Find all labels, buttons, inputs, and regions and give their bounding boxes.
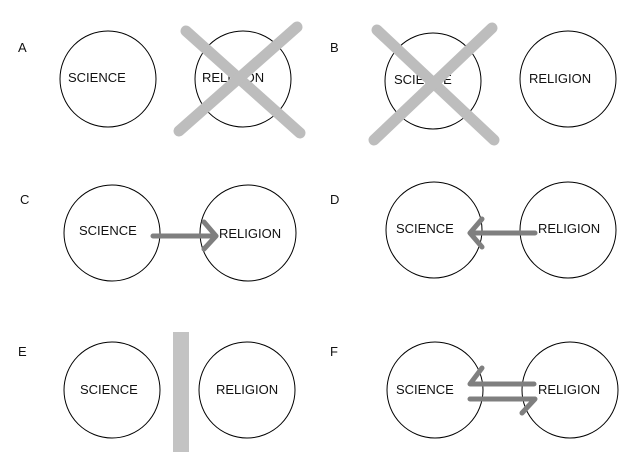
science-label: SCIENCE xyxy=(396,382,454,397)
panel-a: A SCIENCE RELIGION xyxy=(18,21,306,139)
science-circle xyxy=(384,32,482,130)
science-label: SCIENCE xyxy=(396,221,454,236)
panel-b: B SCIENCE RELIGION xyxy=(330,22,617,146)
religion-label: RELIGION xyxy=(219,226,281,241)
religion-label: RELIGION xyxy=(216,382,278,397)
panel-label: E xyxy=(18,344,27,359)
religion-label: RELIGION xyxy=(538,221,600,236)
science-circle xyxy=(385,181,483,279)
science-label: SCIENCE xyxy=(68,70,126,85)
half-arrow-right-icon xyxy=(467,396,538,416)
cross-mark xyxy=(173,21,303,137)
religion-label: RELIGION xyxy=(529,71,591,86)
religion-circle xyxy=(519,181,617,279)
arrow-left-icon xyxy=(467,216,538,250)
religion-circle xyxy=(194,30,292,128)
panel-f: F SCIENCE RELIGION xyxy=(330,341,619,439)
panel-d: D SCIENCE RELIGION xyxy=(330,181,617,279)
arrow-right-icon xyxy=(150,219,219,252)
religion-circle xyxy=(519,30,617,128)
science-circle xyxy=(63,341,161,439)
science-label: SCIENCE xyxy=(79,223,137,238)
panel-label: C xyxy=(20,192,29,207)
religion-circle xyxy=(198,341,296,439)
panel-label: D xyxy=(330,192,339,207)
religion-circle xyxy=(199,184,297,282)
panel-e: E SCIENCE RELIGION xyxy=(18,332,296,452)
panel-c: C SCIENCE RELIGION xyxy=(20,184,297,282)
science-circle xyxy=(386,341,484,439)
science-label: SCIENCE xyxy=(80,382,138,397)
panel-label: A xyxy=(18,40,27,55)
science-circle xyxy=(59,30,157,128)
panel-label: F xyxy=(330,344,338,359)
panel-label: B xyxy=(330,40,339,55)
wall-bar xyxy=(173,332,189,452)
cross-mark xyxy=(368,22,498,146)
religion-label: RELIGION xyxy=(538,382,600,397)
science-circle xyxy=(63,184,161,282)
cross-mark xyxy=(180,25,306,139)
half-arrow-left-icon xyxy=(467,365,537,387)
religion-circle xyxy=(521,341,619,439)
